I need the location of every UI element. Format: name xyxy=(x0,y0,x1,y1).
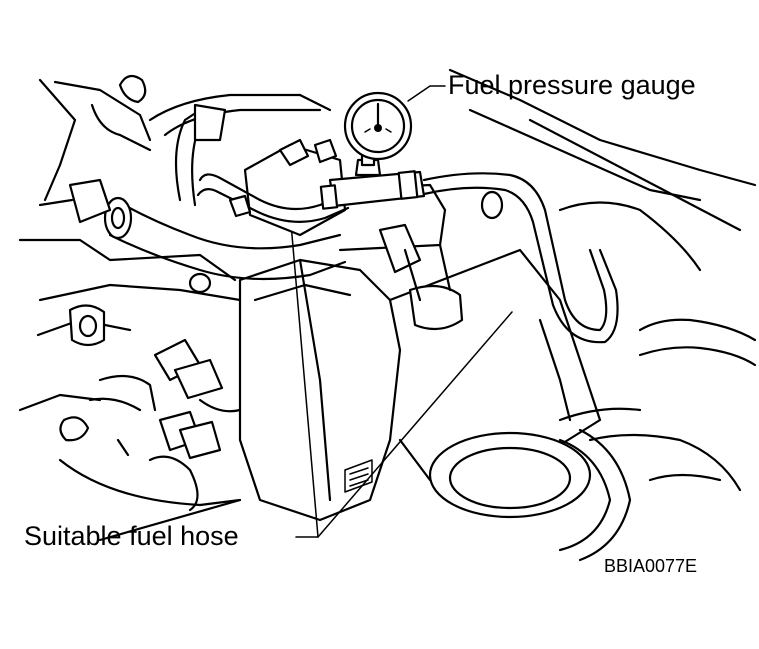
coolant-hose xyxy=(38,178,347,281)
throttle-body xyxy=(243,138,464,331)
bracket-hose xyxy=(174,103,227,207)
fuel-return-line xyxy=(422,172,619,344)
suitable-fuel-hose-label: Suitable fuel hose xyxy=(24,521,239,551)
intake-duct xyxy=(388,248,632,562)
engine-cover xyxy=(238,258,402,522)
suitable-fuel-hose xyxy=(196,173,350,223)
figure-code: BBIA0077E xyxy=(604,556,698,576)
fuel-pressure-gauge-label: Fuel pressure gauge xyxy=(448,70,696,100)
engine-background xyxy=(18,68,757,542)
fuel-pressure-gauge xyxy=(343,91,413,177)
gauge-tee-fitting xyxy=(319,170,426,210)
gauge-leader-line xyxy=(407,85,446,102)
injector-connectors xyxy=(59,272,242,512)
hose-leader-lines xyxy=(289,211,513,538)
